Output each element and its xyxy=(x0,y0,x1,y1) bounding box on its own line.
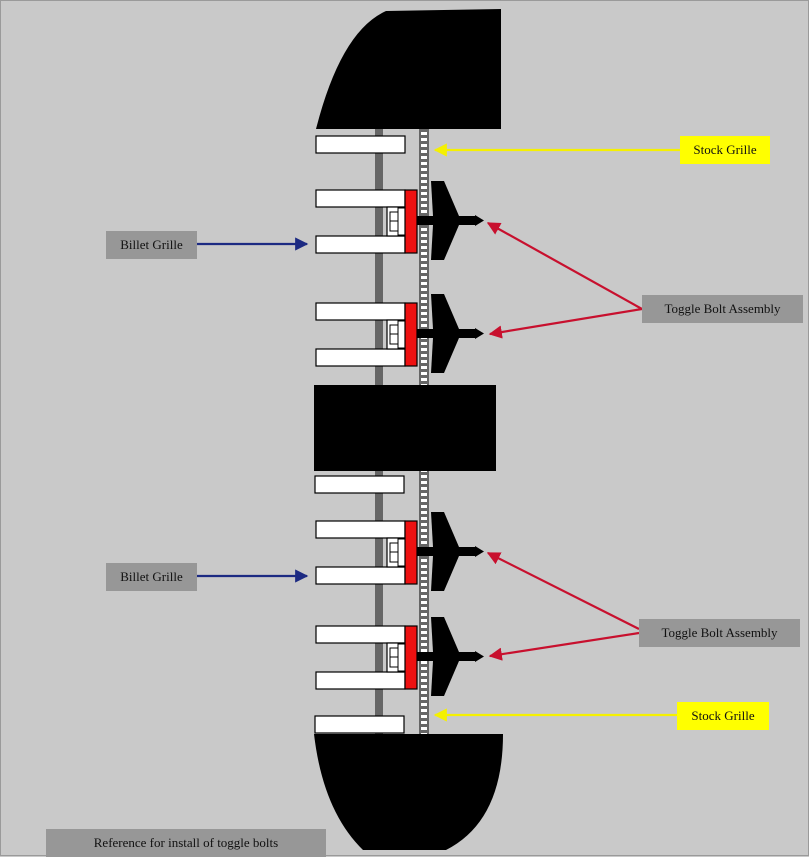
top-bumper xyxy=(316,9,501,129)
center-block xyxy=(314,385,496,471)
stock-grille-bar-lower xyxy=(419,469,429,737)
toggle-arrow-3 xyxy=(486,552,640,630)
toggle-bolt-assembly-2 xyxy=(315,294,484,373)
toggle-arrow-4 xyxy=(488,631,640,661)
grille-slat-bottom xyxy=(314,715,405,734)
toggle-arrow-2 xyxy=(488,307,643,339)
billet-bar-lower xyxy=(375,469,383,737)
toggle-bolt-assembly-1 xyxy=(315,181,484,260)
bottom-bumper xyxy=(314,734,503,850)
toggle-bolt-label-upper: Toggle Bolt Assembly xyxy=(642,295,803,323)
toggle-bolt-label-lower: Toggle Bolt Assembly xyxy=(639,619,800,647)
stock-grille-bar-upper xyxy=(419,126,429,388)
billet-bar-upper xyxy=(375,126,383,388)
stock-grille-label-top: Stock Grille xyxy=(680,136,770,164)
caption: Reference for install of toggle bolts xyxy=(46,829,326,857)
billet-grille-label-upper: Billet Grille xyxy=(106,231,197,259)
grille-slat-mid xyxy=(314,475,405,494)
toggle-bolt-assembly-3 xyxy=(315,512,484,591)
stock-grille-label-bottom: Stock Grille xyxy=(677,702,769,730)
toggle-arrow-1 xyxy=(486,222,643,310)
billet-grille-label-lower: Billet Grille xyxy=(106,563,197,591)
toggle-bolt-assembly-4 xyxy=(315,617,484,696)
grille-slat-top xyxy=(315,135,406,154)
